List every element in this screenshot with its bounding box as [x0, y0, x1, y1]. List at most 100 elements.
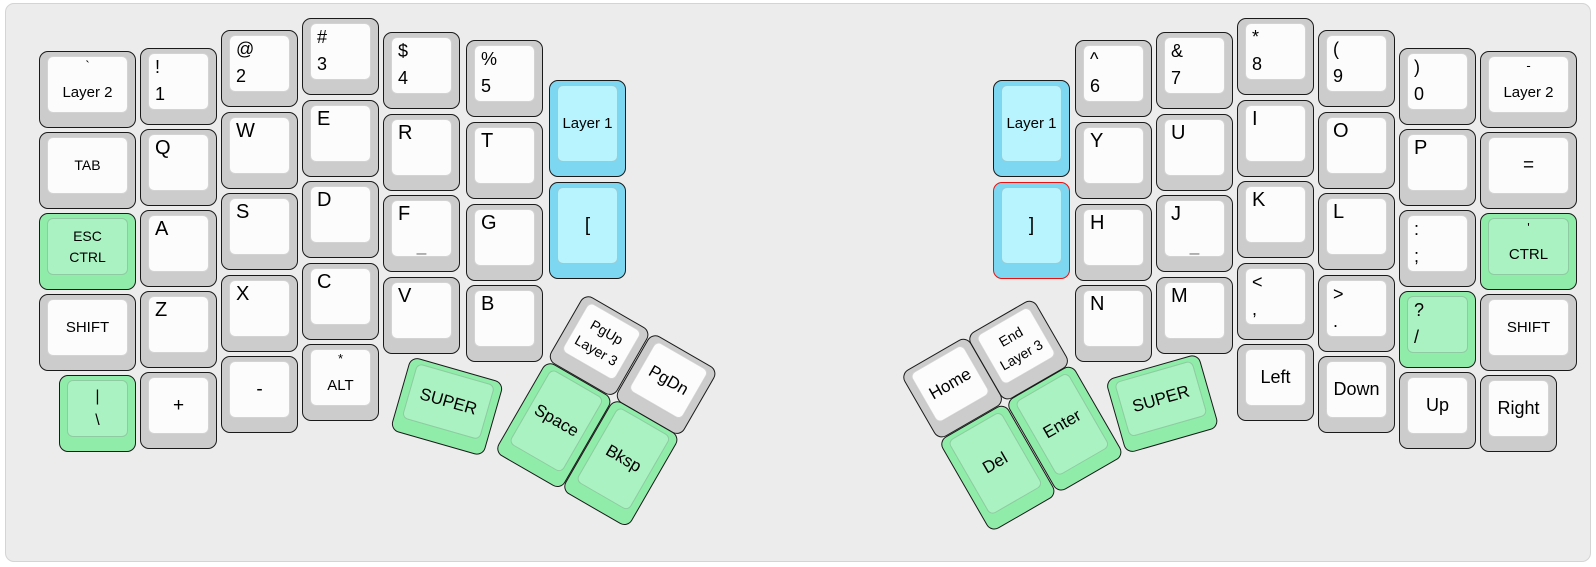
- key-o[interactable]: O: [1318, 112, 1395, 189]
- key-caret-6[interactable]: ^6: [1075, 40, 1152, 117]
- key-layer1-left[interactable]: Layer 1: [549, 80, 626, 177]
- key-y[interactable]: Y: [1075, 122, 1152, 199]
- keycap-top: Down: [1326, 361, 1387, 418]
- key-label: O: [1333, 120, 1349, 142]
- key-label: ;: [1414, 246, 1420, 267]
- key-gt-period[interactable]: >.: [1318, 275, 1395, 352]
- key-k[interactable]: K: [1237, 181, 1314, 258]
- key-v[interactable]: V: [383, 277, 460, 354]
- key-down[interactable]: Down: [1318, 356, 1395, 433]
- key-h[interactable]: H: [1075, 204, 1152, 281]
- key-label: |: [95, 388, 100, 406]
- key-lt-comma[interactable]: <,: [1237, 263, 1314, 340]
- key-label: G: [481, 212, 497, 234]
- keycap-top: )0: [1407, 53, 1468, 110]
- key-label: @: [236, 39, 255, 59]
- key-label: #: [317, 27, 328, 47]
- key-r[interactable]: R: [383, 114, 460, 191]
- key-tab[interactable]: TAB: [39, 132, 136, 209]
- key-i[interactable]: I: [1237, 100, 1314, 177]
- key-minus[interactable]: -: [221, 356, 298, 433]
- keycap-top: O: [1326, 117, 1387, 174]
- key-label: Left: [1260, 367, 1291, 388]
- key-e[interactable]: E: [302, 100, 379, 177]
- key-super-right[interactable]: SUPER: [1105, 353, 1220, 455]
- key-up[interactable]: Up: [1399, 372, 1476, 449]
- keycap-top: R: [391, 119, 452, 176]
- key-label: %: [481, 49, 498, 69]
- keycap-top: :;: [1407, 215, 1468, 272]
- key-label: W: [236, 120, 255, 142]
- key-label: 6: [1090, 76, 1101, 97]
- key-m[interactable]: M: [1156, 277, 1233, 354]
- key-label: X: [236, 283, 250, 305]
- keycap-top: SHIFT: [47, 299, 128, 356]
- key-rbracket[interactable]: ]: [993, 182, 1070, 279]
- keycap-top: W: [229, 117, 290, 174]
- key-s[interactable]: S: [221, 193, 298, 270]
- key-label: CTRL: [69, 248, 106, 265]
- key-q[interactable]: Q: [140, 129, 217, 206]
- key-label: D: [317, 189, 332, 211]
- key-plus[interactable]: +: [140, 372, 217, 449]
- key-label: +: [172, 394, 185, 416]
- key-pipe-backslash[interactable]: |\: [59, 375, 136, 452]
- key-c[interactable]: C: [302, 263, 379, 340]
- key-label: ': [1527, 220, 1530, 235]
- key-p[interactable]: P: [1399, 129, 1476, 206]
- key-equals[interactable]: =: [1480, 132, 1577, 209]
- key-g[interactable]: G: [466, 204, 543, 281]
- key-colon-semicolon[interactable]: :;: [1399, 210, 1476, 287]
- key-l[interactable]: L: [1318, 193, 1395, 270]
- key-label: 4: [398, 68, 409, 89]
- key-label: /: [1414, 327, 1420, 348]
- key-rparen-0[interactable]: )0: [1399, 48, 1476, 125]
- key-question-slash[interactable]: ?/: [1399, 291, 1476, 368]
- key-quote-ctrl[interactable]: 'CTRL: [1480, 213, 1577, 290]
- key-label: <: [1252, 272, 1263, 292]
- key-label: -: [1526, 58, 1531, 73]
- key-u[interactable]: U: [1156, 114, 1233, 191]
- key-dollar-4[interactable]: $4: [383, 32, 460, 109]
- key-percent-5[interactable]: %5: [466, 40, 543, 117]
- keycap-top: F_: [391, 200, 452, 257]
- key-lparen-9[interactable]: (9: [1318, 30, 1395, 107]
- key-label: PgDn: [645, 361, 692, 399]
- key-z[interactable]: Z: [140, 291, 217, 368]
- key-right[interactable]: Right: [1480, 375, 1557, 452]
- key-excl-1[interactable]: !1: [140, 48, 217, 125]
- key-label: Layer 2: [1503, 84, 1554, 102]
- key-star-8[interactable]: *8: [1237, 18, 1314, 95]
- keycap-top: - Layer 2: [1488, 56, 1569, 113]
- key-at-2[interactable]: @2: [221, 30, 298, 107]
- key-n[interactable]: N: [1075, 285, 1152, 362]
- key-d[interactable]: D: [302, 181, 379, 258]
- key-t[interactable]: T: [466, 122, 543, 199]
- key-amp-7[interactable]: &7: [1156, 32, 1233, 109]
- key-label: B: [481, 293, 495, 315]
- key-w[interactable]: W: [221, 112, 298, 189]
- key-label: Z: [155, 299, 168, 321]
- key-label: J: [1171, 203, 1181, 225]
- key-shift-right[interactable]: SHIFT: [1480, 294, 1577, 371]
- key-shift-left[interactable]: SHIFT: [39, 294, 136, 371]
- key-j[interactable]: J_: [1156, 195, 1233, 272]
- key-x[interactable]: X: [221, 275, 298, 352]
- keycap-top: Y: [1083, 127, 1144, 184]
- key-a[interactable]: A: [140, 210, 217, 287]
- key-minus-layer2[interactable]: - Layer 2: [1480, 51, 1577, 128]
- keycap-top: ?/: [1407, 296, 1468, 353]
- key-star-alt[interactable]: *ALT: [302, 344, 379, 421]
- key-left[interactable]: Left: [1237, 344, 1314, 421]
- key-hash-3[interactable]: #3: [302, 18, 379, 95]
- key-label: SHIFT: [1506, 318, 1551, 336]
- key-lbracket[interactable]: [: [549, 182, 626, 279]
- key-backtick-layer2[interactable]: `Layer 2: [39, 51, 136, 128]
- keycap-top: Right: [1488, 380, 1549, 437]
- key-b[interactable]: B: [466, 285, 543, 362]
- key-layer1-right[interactable]: Layer 1: [993, 80, 1070, 177]
- key-f[interactable]: F_: [383, 195, 460, 272]
- key-super-left[interactable]: SUPER: [389, 356, 505, 457]
